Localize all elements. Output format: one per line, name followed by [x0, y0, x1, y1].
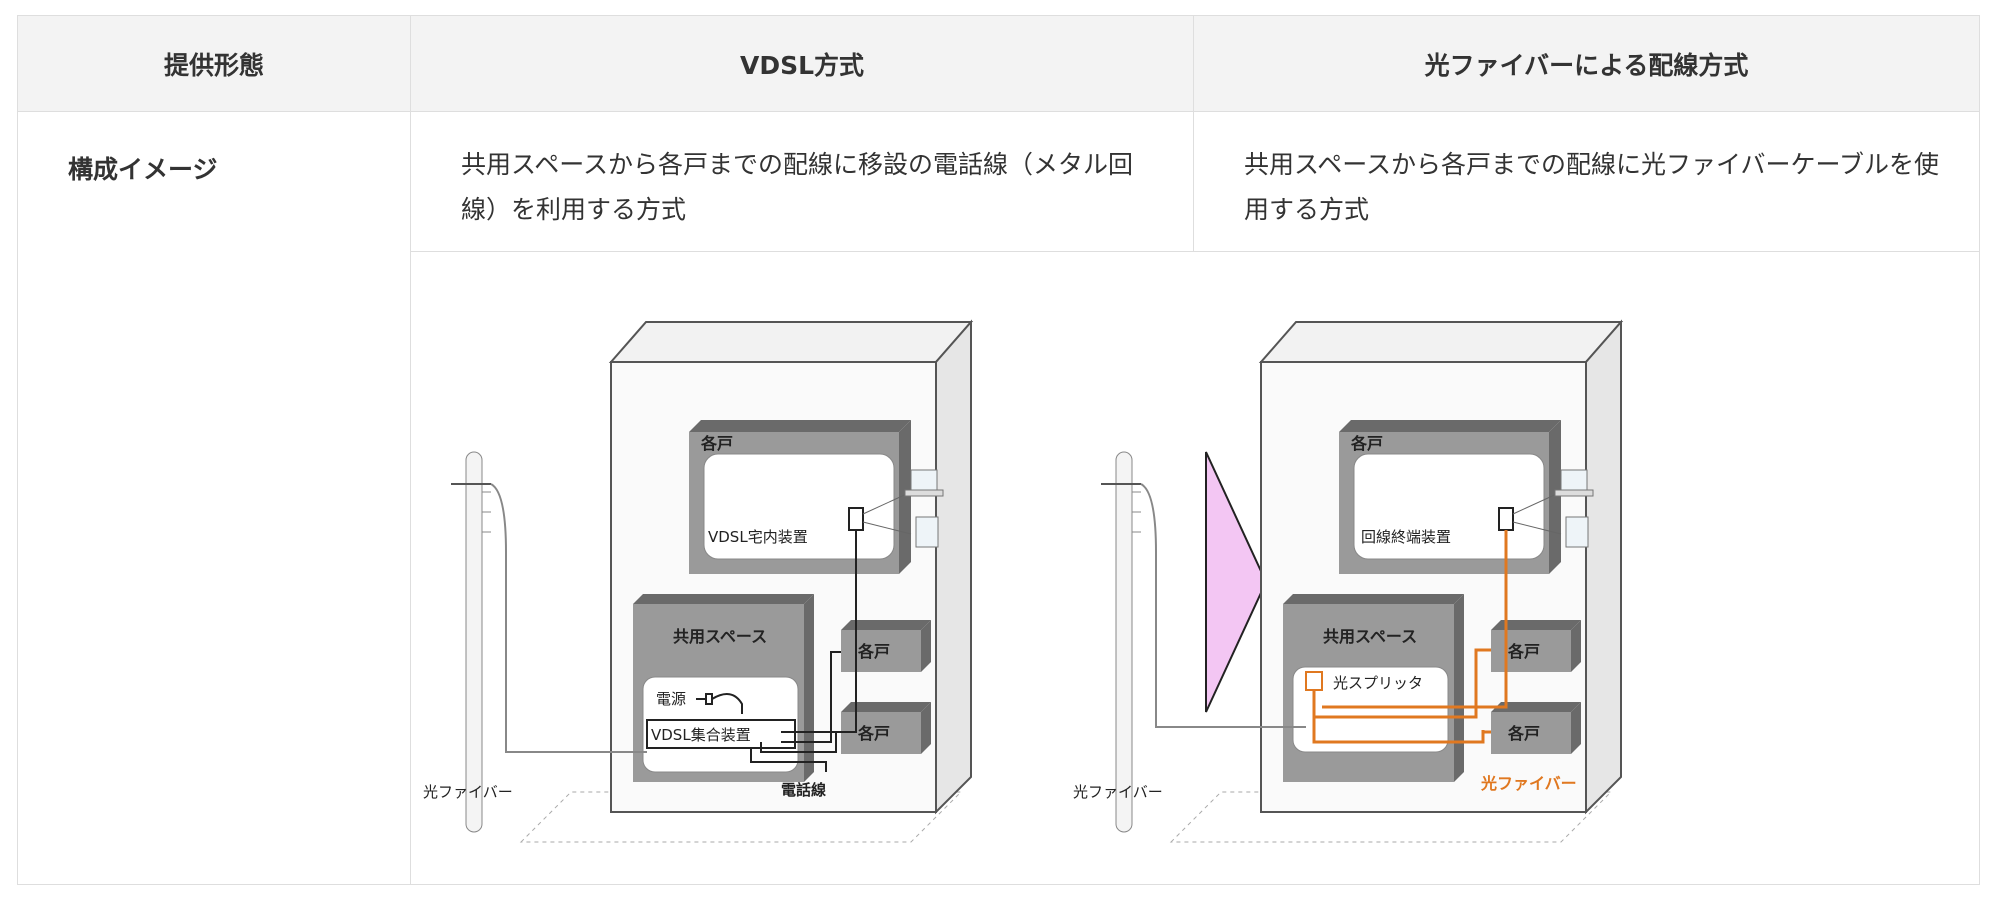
description-fiber: 共用スペースから各戸までの配線に光ファイバーケーブルを使用する方式: [1194, 112, 1979, 252]
fiber-orange-label: 光ファイバー: [1480, 774, 1577, 793]
transition-arrow: [1205, 451, 1268, 713]
diagram-svg: 各戸 VDSL宅内装置 共用スペース 電源 VDSL集合装置: [423, 319, 1624, 843]
vdsl-modem-icon: [848, 507, 864, 531]
vdsl-building: 各戸 VDSL宅内装置 共用スペース 電源 VDSL集合装置: [423, 319, 974, 843]
vdsl-phone-line-label: 電話線: [781, 781, 826, 799]
fiber-pole-label: 光ファイバー: [1073, 783, 1163, 801]
vdsl-utility-pole: [465, 451, 483, 833]
vdsl-concentrator-label: VDSL集合装置: [651, 726, 751, 744]
fiber-side-unit-2: 各戸: [1507, 724, 1540, 743]
vdsl-shared-space-label: 共用スペース: [673, 627, 767, 646]
header-vdsl: VDSL方式: [411, 16, 1194, 112]
ont-icon: [1498, 507, 1514, 531]
fiber-shared-space-label: 共用スペース: [1323, 627, 1417, 646]
vdsl-power-label: 電源: [656, 690, 686, 708]
pc-icon-2: [1560, 469, 1588, 491]
vdsl-unit-label: 各戸: [700, 434, 733, 453]
vdsl-side-unit-2: 各戸: [857, 724, 890, 743]
fiber-utility-pole: [1115, 451, 1133, 833]
phone-icon-2: [1565, 516, 1589, 548]
description-vdsl: 共用スペースから各戸までの配線に移設の電話線（メタル回線）を利用する方式: [411, 112, 1194, 252]
vdsl-side-unit-1: 各戸: [857, 642, 890, 661]
configuration-diagram: 各戸 VDSL宅内装置 共用スペース 電源 VDSL集合装置: [411, 252, 1979, 884]
comparison-table: 提供形態 VDSL方式 光ファイバーによる配線方式 構成イメージ 共用スペースか…: [17, 15, 1980, 885]
fiber-device-label: 回線終端装置: [1361, 528, 1451, 546]
pc-icon: [910, 469, 938, 491]
fiber-side-unit-1: 各戸: [1507, 642, 1540, 661]
row-label-configuration: 構成イメージ: [18, 112, 411, 884]
header-service-type: 提供形態: [18, 16, 411, 112]
fiber-building: 各戸 回線終端装置 共用スペース 光スプリッタ 各戸: [1073, 319, 1624, 843]
power-plug-icon: [696, 693, 743, 714]
splitter-icon: [1305, 671, 1323, 691]
fiber-unit-label: 各戸: [1350, 434, 1383, 453]
header-fiber: 光ファイバーによる配線方式: [1194, 16, 1979, 112]
vdsl-fiber-label: 光ファイバー: [423, 783, 513, 801]
vdsl-device-label: VDSL宅内装置: [708, 528, 808, 546]
fiber-splitter-label: 光スプリッタ: [1333, 674, 1423, 692]
phone-icon: [915, 516, 939, 548]
